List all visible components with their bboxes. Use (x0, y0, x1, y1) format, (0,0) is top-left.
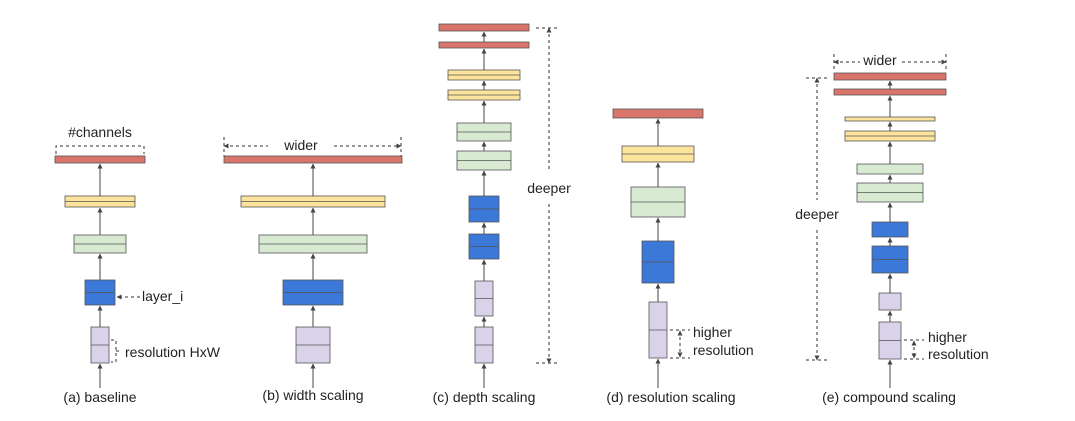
layer-block-blue (871, 221, 909, 238)
higher-label-d: higher (693, 324, 732, 340)
wider-label-b: wider (283, 137, 318, 153)
layer-block-red (833, 72, 947, 81)
caption-compound-scaling: (e) compound scaling (822, 389, 956, 405)
layer-block-red (54, 155, 146, 164)
layer-block-green (856, 163, 924, 175)
layer-label: layer_i (142, 288, 183, 304)
layer-blocks (54, 23, 947, 364)
resolution-label: resolution HxW (125, 344, 221, 360)
channels-label: #channels (68, 124, 132, 140)
caption-baseline: (a) baseline (63, 389, 136, 405)
layer-block-yellow (844, 116, 936, 122)
connector-lines (97, 31, 893, 388)
deeper-label-c: deeper (527, 180, 571, 196)
layer-block-red (438, 41, 530, 49)
deeper-label-e: deeper (795, 206, 839, 222)
caption-depth-scaling: (c) depth scaling (433, 389, 536, 405)
layer-block-red (223, 155, 403, 164)
wider-label-e: wider (862, 52, 897, 68)
caption-resolution-scaling: (d) resolution scaling (606, 389, 735, 405)
layer-block-red (438, 23, 530, 32)
channels-bracket (55, 145, 145, 154)
layer-block-red (612, 108, 704, 119)
higher-label-e: higher (928, 329, 967, 345)
dimension-markers (55, 27, 947, 364)
layer-block-lavender (878, 292, 902, 311)
resolution-brace (111, 339, 122, 363)
layer-block-red (833, 88, 947, 96)
resolution-label-d: resolution (693, 342, 754, 358)
caption-width-scaling: (b) width scaling (262, 387, 363, 403)
resolution-label-e: resolution (928, 346, 989, 362)
